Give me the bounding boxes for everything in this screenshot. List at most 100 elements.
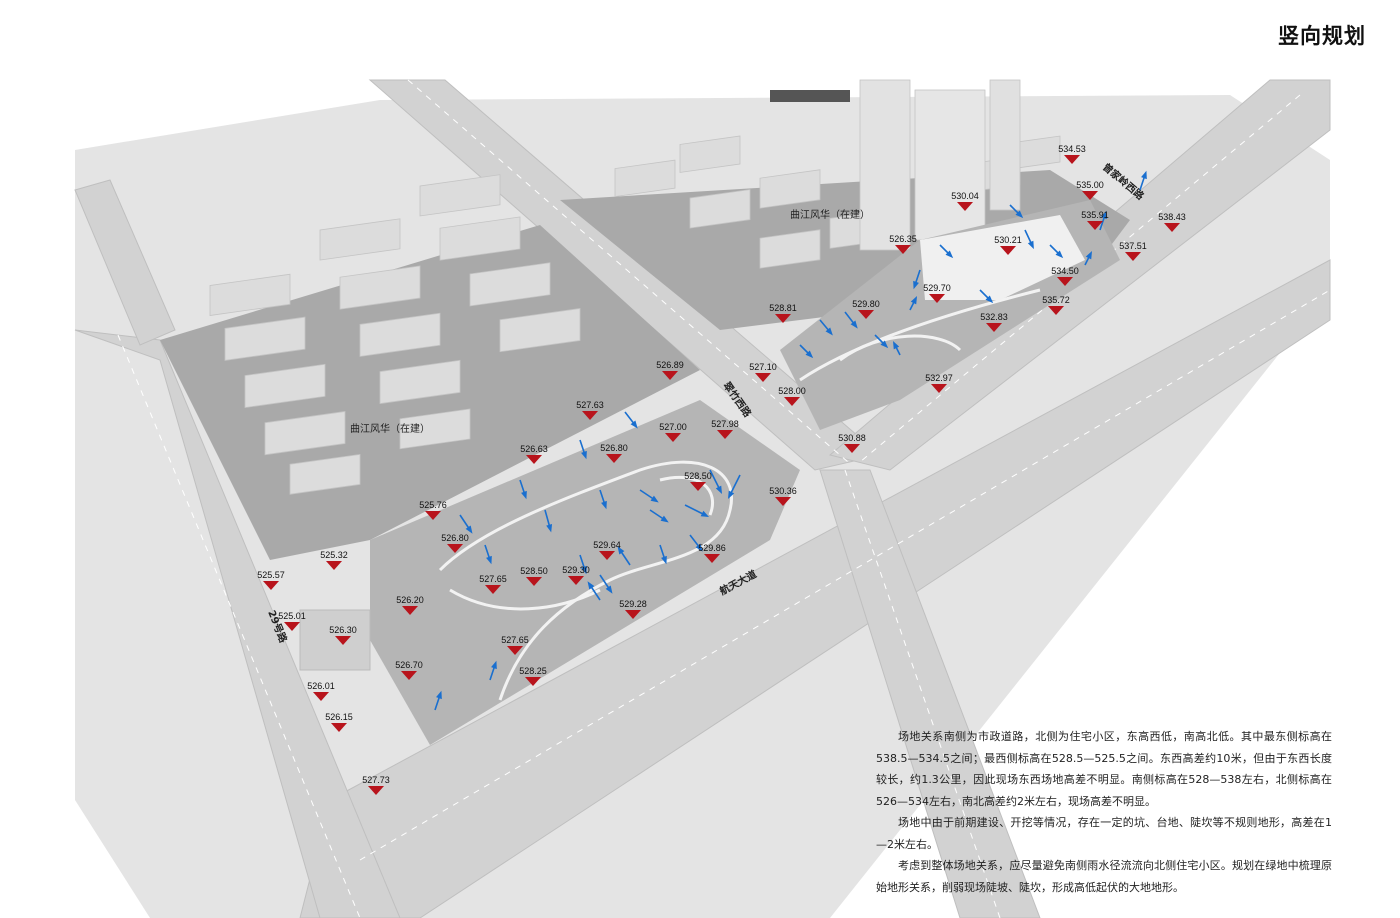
elevation-marker: 525.76 (419, 500, 447, 520)
elevation-label: 532.83 (980, 312, 1008, 322)
flow-arrow-icon (684, 504, 706, 516)
elevation-label: 527.00 (659, 422, 687, 432)
flow-arrowhead-icon (700, 510, 710, 518)
plaza (920, 215, 1085, 300)
elevation-label: 528.50 (520, 566, 548, 576)
elevation-marker: 529.30 (562, 565, 590, 585)
elevation-label: 526.70 (395, 660, 423, 670)
elevation-triangle-icon (775, 314, 791, 323)
elevation-marker: 526.80 (600, 443, 628, 463)
elevation-triangle-icon (986, 323, 1002, 332)
elevation-marker: 527.63 (576, 400, 604, 420)
elevation-marker: 529.70 (923, 283, 951, 303)
elevation-label: 527.10 (749, 362, 777, 372)
elevation-triangle-icon (1064, 155, 1080, 164)
elevation-triangle-icon (335, 636, 351, 645)
elevation-triangle-icon (704, 554, 720, 563)
elevation-marker: 528.50 (684, 471, 712, 491)
description-paragraph: 考虑到整体场地关系，应尽量避免南侧雨水径流流向北侧住宅小区。规划在绿地中梳理原始… (876, 859, 1332, 894)
flow-arrowhead-icon (491, 660, 497, 670)
elevation-marker: 534.53 (1058, 144, 1086, 164)
flow-arrowhead-icon (1141, 170, 1147, 180)
elevation-label: 537.51 (1119, 241, 1147, 251)
elevation-marker: 529.86 (698, 543, 726, 563)
flow-arrowhead-icon (945, 250, 954, 259)
runoff-arrows (434, 170, 1147, 711)
flow-arrowhead-icon (436, 690, 442, 700)
elevation-triangle-icon (665, 433, 681, 442)
elevation-marker: 526.35 (889, 234, 917, 254)
flow-arrowhead-icon (605, 585, 613, 594)
elevation-marker: 526.89 (656, 360, 684, 380)
elevation-label: 526.89 (656, 360, 684, 370)
elevation-marker: 530.88 (838, 433, 866, 453)
flow-arrowhead-icon (910, 295, 918, 305)
elevation-triangle-icon (368, 786, 384, 795)
flow-arrowhead-icon (850, 320, 858, 329)
elevation-triangle-icon (313, 692, 329, 701)
small-building (299, 609, 371, 671)
elevation-marker: 532.83 (980, 312, 1008, 332)
elevation-label: 526.63 (520, 444, 548, 454)
elevation-label: 535.91 (1081, 210, 1109, 220)
elevation-label: 525.76 (419, 500, 447, 510)
elevation-triangle-icon (284, 622, 300, 631)
elevation-triangle-icon (1082, 191, 1098, 200)
compound-label-east: 曲江风华（在建） (790, 208, 870, 221)
elevation-label: 530.36 (769, 486, 797, 496)
flow-arrowhead-icon (581, 450, 587, 460)
elevation-triangle-icon (1000, 246, 1016, 255)
elevation-label: 534.53 (1058, 144, 1086, 154)
elevation-marker: 530.21 (994, 235, 1022, 255)
east-buildings (614, 79, 1061, 269)
elevation-marker: 527.65 (501, 635, 529, 655)
elevation-triangle-icon (402, 606, 418, 615)
elevation-label: 525.57 (257, 570, 285, 580)
elevation-triangle-icon (755, 373, 771, 382)
elevation-label: 526.01 (307, 681, 335, 691)
flow-arrowhead-icon (695, 543, 703, 552)
flow-arrowhead-icon (715, 485, 723, 495)
flow-arrowhead-icon (1085, 250, 1093, 260)
elevation-triangle-icon (662, 371, 678, 380)
flow-arrowhead-icon (581, 565, 587, 575)
elevation-marker: 538.43 (1158, 212, 1186, 232)
elevation-triangle-icon (568, 576, 584, 585)
elevation-marker: 535.72 (1042, 295, 1070, 315)
elevation-label: 529.30 (562, 565, 590, 575)
page-title: 竖向规划 (1278, 24, 1366, 48)
elevation-triangle-icon (844, 444, 860, 453)
elevation-label: 526.15 (325, 712, 353, 722)
description: 场地关系南侧为市政道路，北侧为住宅小区，东高西低，南高北低。其中最东侧标高在53… (876, 726, 1332, 898)
flow-arrowhead-icon (805, 350, 814, 359)
elevation-marker: 527.73 (362, 775, 390, 795)
elevation-label: 527.65 (501, 635, 529, 645)
elevation-triangle-icon (1164, 223, 1180, 232)
elevation-triangle-icon (931, 384, 947, 393)
elevation-marker: 526.80 (441, 533, 469, 553)
flow-arrowhead-icon (465, 525, 473, 534)
elevation-triangle-icon (507, 646, 523, 655)
elevation-label: 529.64 (593, 540, 621, 550)
flow-arrow-icon (709, 469, 721, 491)
elevation-triangle-icon (401, 671, 417, 680)
flow-arrowhead-icon (660, 515, 669, 523)
elevation-marker: 528.00 (778, 386, 806, 406)
elevation-triangle-icon (525, 677, 541, 686)
elevation-triangle-icon (582, 411, 598, 420)
compound-label-west: 曲江风华（在建） (350, 422, 430, 435)
lane-markings (117, 79, 1331, 918)
elevation-label: 526.30 (329, 625, 357, 635)
elevation-label: 529.28 (619, 599, 647, 609)
elevation-marker: 526.70 (395, 660, 423, 680)
elevation-label: 526.80 (600, 443, 628, 453)
elevation-triangle-icon (485, 585, 501, 594)
elevation-triangle-icon (1057, 277, 1073, 286)
elevation-marker: 526.63 (520, 444, 548, 464)
elevation-label: 530.21 (994, 235, 1022, 245)
flow-arrowhead-icon (727, 490, 735, 500)
elevation-marker: 530.36 (769, 486, 797, 506)
elevation-triangle-icon (784, 397, 800, 406)
elevation-label: 530.04 (951, 191, 979, 201)
flow-arrowhead-icon (650, 495, 659, 503)
